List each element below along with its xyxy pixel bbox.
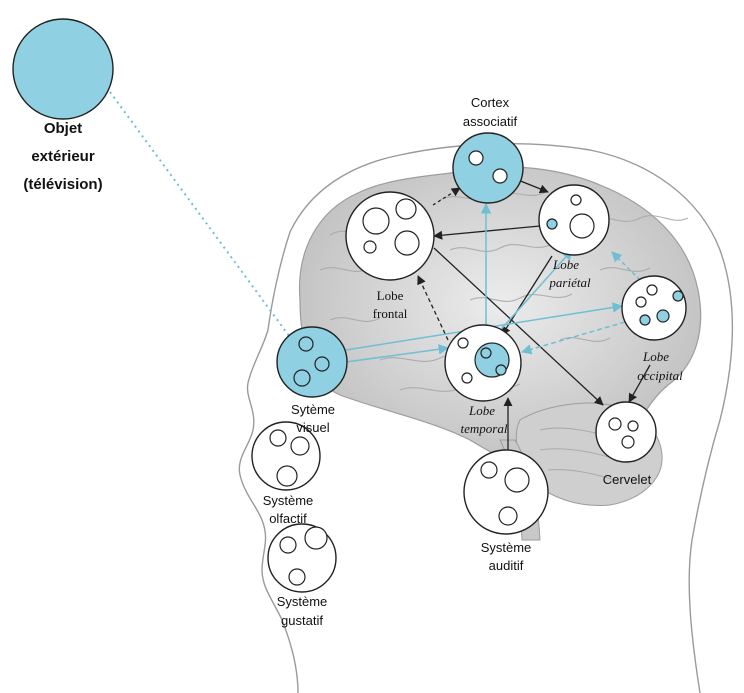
object-label-line2: extérieur bbox=[31, 148, 95, 165]
parietal-label-line2: pariétal bbox=[548, 275, 591, 290]
frontal-label-line1: Lobe bbox=[377, 288, 404, 303]
frontal-label-line2: frontal bbox=[373, 306, 408, 321]
cerebellum-node bbox=[596, 402, 656, 462]
auditory-label-line2: auditif bbox=[489, 558, 524, 573]
visual-label: Sytème visuel bbox=[291, 402, 335, 435]
object-label-line1: Objet bbox=[44, 120, 82, 137]
occipital-label-line2: occipital bbox=[637, 368, 683, 383]
auditory-node bbox=[464, 450, 548, 534]
cortex-label: Cortex associatif bbox=[463, 95, 518, 129]
gustatory-node bbox=[268, 524, 336, 592]
parietal-label-line1: Lobe bbox=[552, 257, 579, 272]
frontal-node bbox=[346, 192, 434, 280]
temporal-label-line2: temporal bbox=[461, 421, 508, 436]
occipital-node bbox=[622, 276, 686, 340]
olfactory-label: Système olfactif bbox=[263, 493, 314, 526]
cerebellum-label: Cervelet bbox=[603, 472, 652, 487]
cortex-node bbox=[453, 133, 523, 203]
parietal-node bbox=[539, 185, 609, 255]
cerebellum-label-line1: Cervelet bbox=[603, 472, 652, 487]
olfactory-label-line1: Système bbox=[263, 493, 314, 508]
auditory-label-line1: Système bbox=[481, 540, 532, 555]
gustatory-label-line1: Système bbox=[277, 594, 328, 609]
temporal-node bbox=[445, 325, 521, 401]
visual-label-line2: visuel bbox=[296, 420, 329, 435]
visual-label-line1: Sytème bbox=[291, 402, 335, 417]
auditory-label: Système auditif bbox=[481, 540, 532, 573]
object-label: Objet extérieur (télévision) bbox=[23, 120, 102, 193]
object-label-line3: (télévision) bbox=[23, 176, 102, 193]
temporal-label-line1: Lobe bbox=[468, 403, 495, 418]
perception-dotted-line bbox=[110, 92, 292, 340]
olfactory-label-line2: olfactif bbox=[269, 511, 307, 526]
visual-node bbox=[277, 327, 347, 397]
cortex-label-line2: associatif bbox=[463, 114, 518, 129]
cortex-label-line1: Cortex bbox=[471, 95, 510, 110]
gustatory-label: Système gustatif bbox=[277, 594, 328, 628]
object-circle bbox=[13, 19, 113, 119]
gustatory-label-line2: gustatif bbox=[281, 613, 323, 628]
occipital-label-line1: Lobe bbox=[642, 349, 669, 364]
